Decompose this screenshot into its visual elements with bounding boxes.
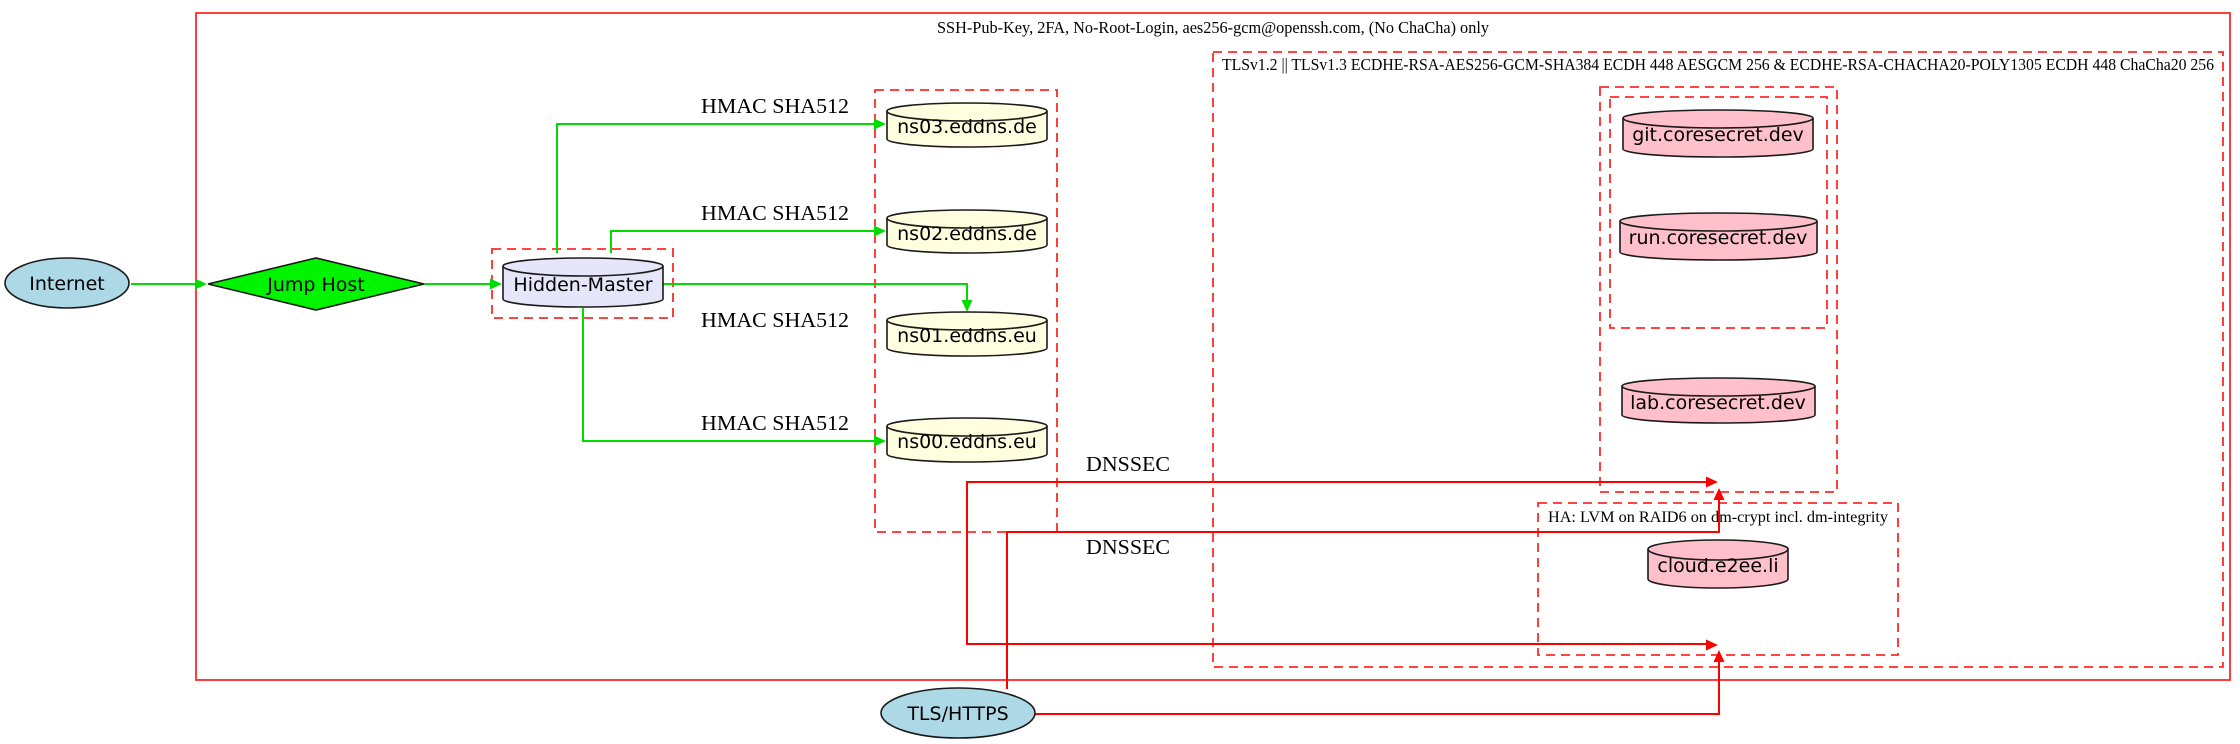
edge-label-dnssec-bottom: DNSSEC bbox=[1086, 535, 1170, 559]
arrowhead bbox=[874, 435, 886, 447]
edge-hiddenmaster-to-ns02 bbox=[610, 225, 886, 253]
cluster-coresecret-outer-border bbox=[1599, 86, 1838, 493]
arrowhead bbox=[874, 225, 886, 237]
arrowhead bbox=[1713, 488, 1725, 500]
node-ns03: ns03.eddns.de bbox=[886, 102, 1048, 148]
node-git-coresecret: git.coresecret.dev bbox=[1622, 109, 1814, 158]
arrowhead bbox=[195, 278, 207, 290]
node-jump-host: Jump Host bbox=[207, 257, 425, 311]
node-ns02-label: ns02.eddns.de bbox=[897, 223, 1037, 245]
node-jump-host-label: Jump Host bbox=[266, 274, 365, 296]
edge-jumphost-to-hiddenmaster bbox=[424, 278, 502, 290]
arrowhead bbox=[1706, 476, 1718, 488]
node-ns02: ns02.eddns.de bbox=[886, 209, 1048, 254]
node-internet: Internet bbox=[4, 257, 130, 309]
edge-label-hmac-ns01: HMAC SHA512 bbox=[701, 308, 849, 332]
node-hidden-master: Hidden-Master bbox=[502, 257, 664, 308]
node-hidden-master-label: Hidden-Master bbox=[513, 274, 652, 296]
cluster-tls-label: TLSv1.2 || TLSv1.3 ECDHE-RSA-AES256-GCM-… bbox=[1222, 55, 2214, 74]
node-cloud-label: cloud.e2ee.li bbox=[1657, 555, 1778, 577]
node-lab-coresecret: lab.coresecret.dev bbox=[1621, 377, 1816, 424]
cluster-ssh-border bbox=[195, 12, 2231, 681]
edge-label-hmac-ns00: HMAC SHA512 bbox=[701, 411, 849, 435]
node-ns00: ns00.eddns.eu bbox=[886, 417, 1048, 463]
edge-tlshttps-to-ha-cloud bbox=[1030, 650, 1725, 715]
edge-dnssec-to-coresecret bbox=[966, 476, 1718, 651]
cluster-coresecret-inner-border bbox=[1609, 96, 1828, 329]
arrowhead bbox=[1706, 639, 1718, 651]
arrowhead bbox=[874, 118, 886, 130]
edge-label-dnssec-top: DNSSEC bbox=[1086, 452, 1170, 476]
edge-hiddenmaster-to-ns01 bbox=[663, 283, 973, 312]
node-internet-label: Internet bbox=[29, 273, 104, 295]
node-run-coresecret: run.coresecret.dev bbox=[1619, 212, 1818, 261]
arrowhead bbox=[1713, 650, 1725, 662]
node-ns01-label: ns01.eddns.eu bbox=[897, 325, 1037, 347]
edge-label-hmac-ns02: HMAC SHA512 bbox=[701, 201, 849, 225]
cluster-nameservers-border bbox=[874, 89, 1058, 533]
arrowhead bbox=[961, 300, 973, 312]
edge-hiddenmaster-to-ns03 bbox=[556, 118, 886, 253]
node-lab-label: lab.coresecret.dev bbox=[1630, 392, 1806, 414]
node-run-label: run.coresecret.dev bbox=[1629, 227, 1808, 249]
edge-label-hmac-ns03: HMAC SHA512 bbox=[701, 94, 849, 118]
node-ns03-label: ns03.eddns.de bbox=[897, 116, 1037, 138]
node-tls-https: TLS/HTTPS bbox=[880, 687, 1036, 739]
node-git-label: git.coresecret.dev bbox=[1632, 124, 1804, 146]
arrowhead bbox=[490, 278, 502, 290]
node-ns00-label: ns00.eddns.eu bbox=[897, 431, 1037, 453]
cluster-ssh-label: SSH-Pub-Key, 2FA, No-Root-Login, aes256-… bbox=[937, 18, 1489, 37]
edge-tlshttps-to-coresecret bbox=[1006, 488, 1725, 689]
node-ns01: ns01.eddns.eu bbox=[886, 311, 1048, 357]
node-cloud-e2ee: cloud.e2ee.li bbox=[1647, 539, 1789, 589]
edge-internet-to-jumphost bbox=[131, 278, 207, 290]
node-tls-https-label: TLS/HTTPS bbox=[906, 703, 1008, 725]
edge-hiddenmaster-to-ns00 bbox=[582, 308, 886, 447]
